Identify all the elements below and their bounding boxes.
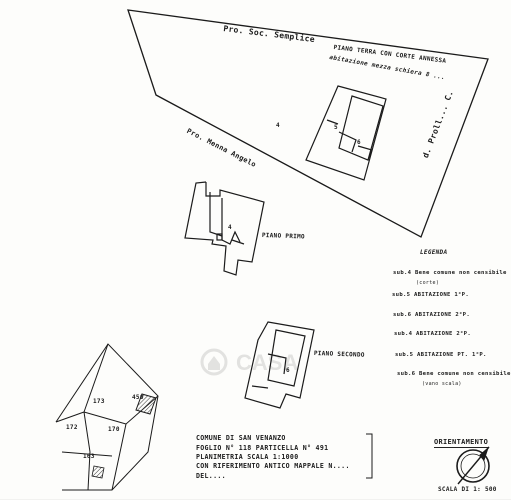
legend-item-2: sub.5 ABITAZIONE 1°P. [392,292,470,298]
parcel-label-172: 172 [66,424,78,431]
legend-item-3: sub.6 ABITAZIONE 2°P. [393,312,471,318]
parcel-label-170: 170 [108,426,120,433]
legend-item-4: sub.4 ABITAZIONE 2°P. [394,331,472,337]
north-arrow [456,446,490,485]
note-line-3: PLANIMETRIA SCALA 1:1000 [196,453,299,461]
ground-corner-label: 4 [276,122,280,129]
lot-inner-edge [155,94,411,232]
watermark-logo: CASA [200,348,298,376]
watermark-text: CASA [236,350,298,375]
first-floor-plan [184,181,265,276]
second-floor-plan [244,321,315,409]
ground-sub5-label: 5 [334,124,338,131]
note-line-4: CON RIFERIMENTO ANTICO MAPPALE N.... [196,462,350,470]
ground-floor-building [305,85,387,181]
first-floor-title: PIANO PRIMO [261,232,306,241]
note-line-2: FOGLIO N° 118 PARTICELLA N° 491 [196,444,329,452]
legend-item-6: sub.6 Bene comune non censibile [397,371,511,377]
note-bracket [366,433,373,479]
note-line-5: DEL.... [196,472,226,480]
legend-title: LEGENDA [420,249,448,256]
legend-item-1: sub.4 Bene comune non censibile [393,270,507,276]
first-sub-label: 4 [228,224,232,231]
parcel-label-173: 173 [93,398,105,405]
parcel-450-building [135,393,157,415]
note-line-1: COMUNE DI SAN VENANZO [196,434,286,442]
legend-item-6-sub: (vano scala) [422,381,462,387]
second-sub-label: 6 [286,367,290,374]
ground-sub6-label: 6 [357,139,361,146]
cadastral-map [55,343,159,491]
scale-label: SCALA DI 1: 500 [438,486,497,493]
orientation-title: ORIENTAMENTO [434,438,489,448]
parcel-label-450: 450 [132,394,144,401]
legend-item-1-sub: (corte) [416,280,440,286]
parcel-label-163: 163 [83,453,95,460]
legend-item-5: sub.5 ABITAZIONE PT. 1°P. [395,352,487,358]
parcel-163-building [91,465,105,479]
lot-boundary [127,9,489,238]
